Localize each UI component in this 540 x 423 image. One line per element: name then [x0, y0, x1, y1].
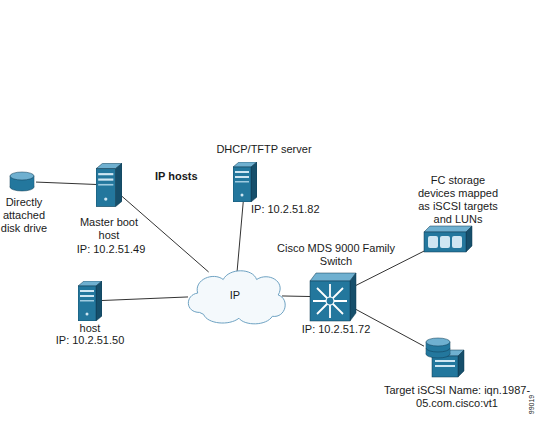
disk-drive-node: Directly attached disk drive [8, 172, 36, 191]
network-link [102, 297, 188, 301]
target-node: Target iSCSI Name: iqn.1987-05.com.cisco… [424, 337, 464, 377]
storage-array-icon [424, 226, 472, 252]
storage-node: FC storage devices mapped as iSCSI targe… [424, 226, 472, 252]
network-cloud: IP [180, 264, 290, 326]
server-icon [96, 163, 122, 206]
node-label: Directly attached disk drive [0, 196, 54, 235]
network-link [237, 202, 243, 272]
group-label: IP hosts [155, 170, 215, 183]
network-link [282, 295, 310, 297]
node-label: FC storage devices mapped as iSCSI targe… [413, 174, 503, 226]
server-node: hostIP: 10.2.51.50 [78, 281, 102, 321]
network-link [36, 182, 96, 184]
node-label: IP: 10.2.51.49 [66, 243, 156, 256]
server-node: DHCP/TFTP serverIP: 10.2.51.82 [233, 162, 257, 202]
disk-drive-icon [10, 172, 34, 191]
node-label: DHCP/TFTP server [200, 143, 328, 156]
server-node: Master boot hostIP: 10.2.51.49 [96, 163, 122, 207]
switch-node: Cisco MDS 9000 Family SwitchIP: 10.2.51.… [310, 273, 356, 321]
server-icon [78, 281, 102, 321]
node-label: IP [180, 289, 290, 302]
switch-icon [310, 273, 356, 321]
figure-number: 99019 [525, 390, 538, 420]
node-label: Cisco MDS 9000 Family Switch [271, 242, 401, 268]
node-label: Target iSCSI Name: iqn.1987-05.com.cisco… [381, 384, 533, 410]
node-label: IP: 10.2.51.82 [251, 203, 341, 216]
node-label: host [60, 322, 120, 335]
server-icon [233, 162, 257, 202]
node-label: IP: 10.2.51.72 [286, 323, 386, 336]
network-link [356, 251, 424, 285]
node-label: Master boot host [79, 216, 139, 242]
target-server-icon [426, 338, 464, 377]
network-link [122, 196, 209, 272]
node-label: IP: 10.2.51.50 [45, 334, 135, 347]
